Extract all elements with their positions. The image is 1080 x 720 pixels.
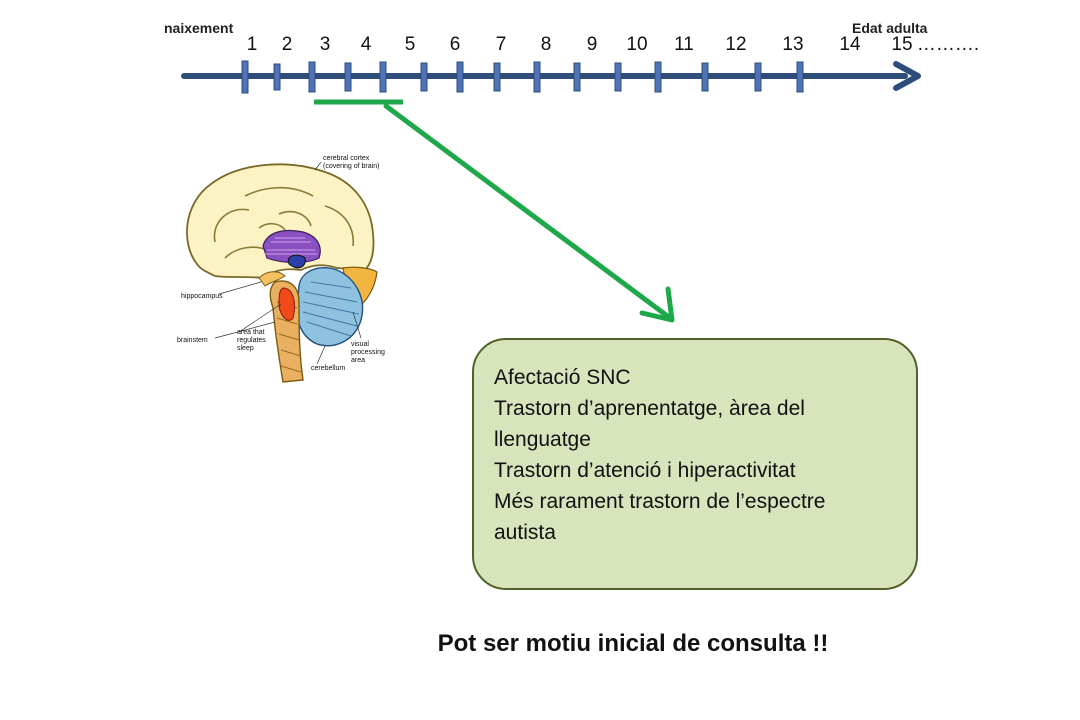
cerebral-cortex <box>186 163 375 279</box>
timeline-tick <box>241 60 249 94</box>
label-covering-of-brain: (covering of brain) <box>323 163 379 170</box>
timeline-tick-number: 14 <box>839 34 861 55</box>
timeline-tick-number: 5 <box>404 34 416 55</box>
timeline-tick <box>614 62 622 92</box>
label-sleep: sleep <box>237 345 254 352</box>
pointer-arrow-shaft <box>383 103 673 321</box>
label-cerebellum: cerebellum <box>311 365 345 372</box>
adulthood-label: Edat adulta <box>852 20 928 36</box>
label-regulates: regulates <box>237 337 266 344</box>
timeline-tick <box>273 63 281 91</box>
timeline-tick <box>379 61 387 93</box>
timeline-tick-number: 10 <box>626 34 648 55</box>
timeline-tick-number: 8 <box>540 34 552 55</box>
timeline-tick <box>493 62 501 92</box>
timeline-diagram <box>181 60 921 323</box>
timeline-arrow-head <box>893 61 921 91</box>
timeline-tick-number: 6 <box>449 34 461 55</box>
brain-illustration: cerebral cortex (covering of brain) hipp… <box>177 155 385 383</box>
timeline-tick <box>573 62 581 92</box>
consultation-statement: Pot ser motiu inicial de consulta !! <box>437 630 829 657</box>
pointer-arrow-head <box>639 286 675 323</box>
timeline-ellipsis: ………. <box>916 34 980 55</box>
timeline-tick-number: 3 <box>319 34 331 55</box>
timeline-tick <box>344 62 352 92</box>
timeline-tick-number: 2 <box>281 34 293 55</box>
timeline-tick-number: 1 <box>246 34 258 55</box>
timeline-tick <box>796 61 804 93</box>
label-processing: processing <box>351 349 385 356</box>
info-line: Trastorn d’aprenentatge, àrea del <box>494 397 805 420</box>
timeline-tick-number: 7 <box>495 34 507 55</box>
label-area-that: area that <box>237 329 265 336</box>
birth-label: naixement <box>164 20 234 36</box>
timeline-tick-number: 15 <box>891 34 913 55</box>
label-hippocampus: hippocampus <box>181 293 223 300</box>
hippocampus-region <box>258 271 286 287</box>
info-line: llenguatge <box>494 428 591 451</box>
findings-box: Afectació SNC Trastorn d’aprenentatge, à… <box>472 338 918 590</box>
label-area: area <box>351 357 365 364</box>
label-brainstem: brainstem <box>177 337 208 344</box>
label-cerebral-cortex: cerebral cortex <box>323 155 370 162</box>
timeline-tick-number: 4 <box>360 34 372 55</box>
sleep-regulating-area <box>278 287 296 321</box>
timeline-tick <box>701 62 709 92</box>
timeline-tick <box>533 61 541 93</box>
info-line: autista <box>494 521 556 544</box>
timeline-tick-number: 11 <box>674 34 694 55</box>
label-visual: visual <box>351 341 369 348</box>
timeline-tick <box>654 61 662 93</box>
info-line: Més rarament trastorn de l’espectre <box>494 490 826 513</box>
timeline-tick <box>420 62 428 92</box>
timeline-tick-number: 13 <box>782 34 804 55</box>
info-line: Afectació SNC <box>494 366 631 389</box>
timeline-tick-marks <box>241 60 804 94</box>
timeline-tick <box>754 62 762 92</box>
timeline-tick <box>308 61 316 93</box>
timeline-tick <box>456 61 464 93</box>
timeline-tick-number: 12 <box>725 34 747 55</box>
timeline-tick-number: 9 <box>586 34 598 55</box>
info-line: Trastorn d’atenció i hiperactivitat <box>494 459 796 482</box>
